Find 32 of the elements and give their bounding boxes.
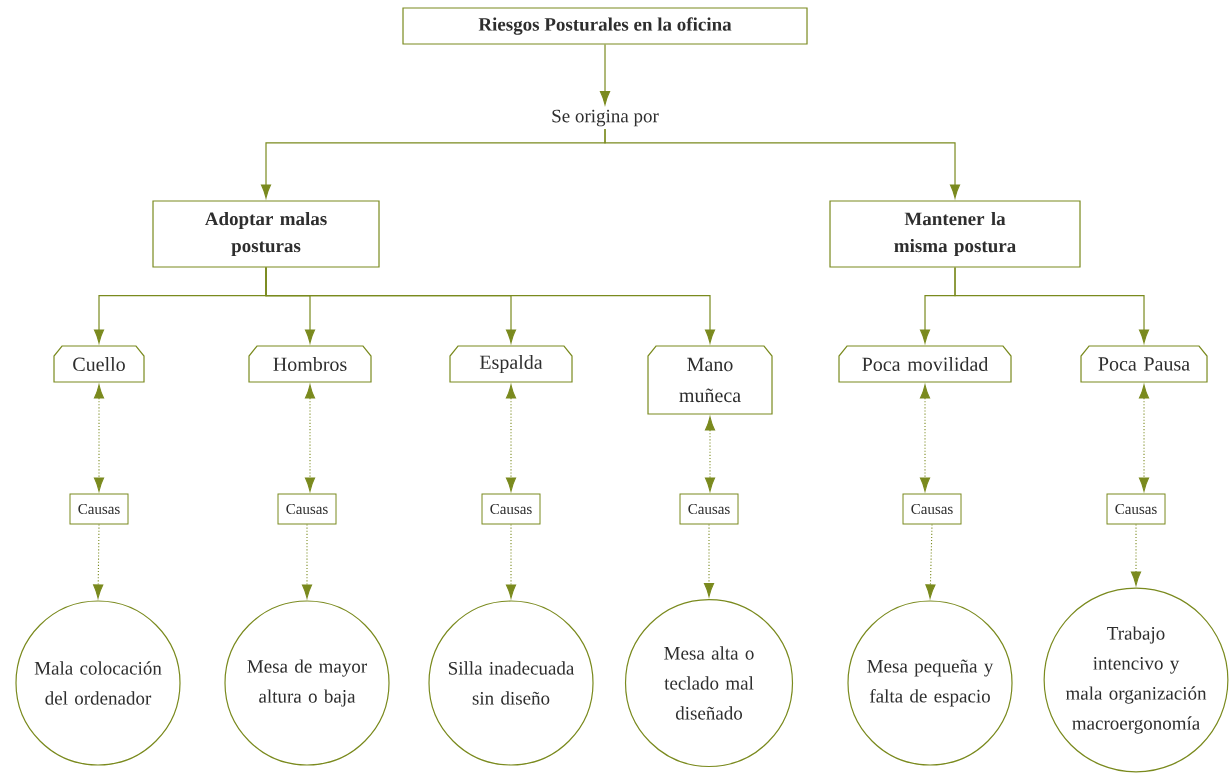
- arrow: [93, 523, 104, 599]
- arrow: [919, 384, 931, 492]
- arrow: [925, 523, 936, 599]
- arrow: [505, 523, 517, 599]
- arrow: [304, 384, 316, 492]
- arrow: [704, 416, 716, 492]
- causes-box: Causas: [69, 493, 129, 525]
- causes-box: Causas: [679, 493, 739, 525]
- tab-box: Cuello: [53, 345, 145, 383]
- arrow: [599, 44, 611, 105]
- arrow: [265, 267, 716, 344]
- tab-box: Poca Pausa: [1080, 345, 1208, 383]
- arrow: [703, 523, 715, 597]
- tab-box: Hombros: [248, 345, 372, 383]
- arrow: [93, 384, 105, 492]
- connector-text: Se origina por: [552, 109, 659, 127]
- title-box: Riesgos Posturales en la oficina: [402, 7, 808, 45]
- causes-box: Causas: [1106, 493, 1166, 525]
- tab-box: Poca movilidad: [838, 345, 1012, 383]
- arrow: [1130, 523, 1142, 586]
- tab-box: Mano muñeca: [647, 345, 773, 415]
- category-box: Adoptar malas posturas: [152, 200, 380, 268]
- arrow: [1138, 384, 1150, 492]
- arrow: [954, 267, 1150, 344]
- arrow: [505, 384, 517, 492]
- category-box: Mantener la misma postura: [829, 200, 1081, 268]
- tab-box: Espalda: [449, 345, 573, 383]
- causes-box: Causas: [481, 493, 541, 525]
- causes-box: Causas: [902, 493, 962, 525]
- causes-box: Causas: [277, 493, 337, 525]
- arrow: [301, 523, 313, 599]
- arrow: [604, 128, 961, 199]
